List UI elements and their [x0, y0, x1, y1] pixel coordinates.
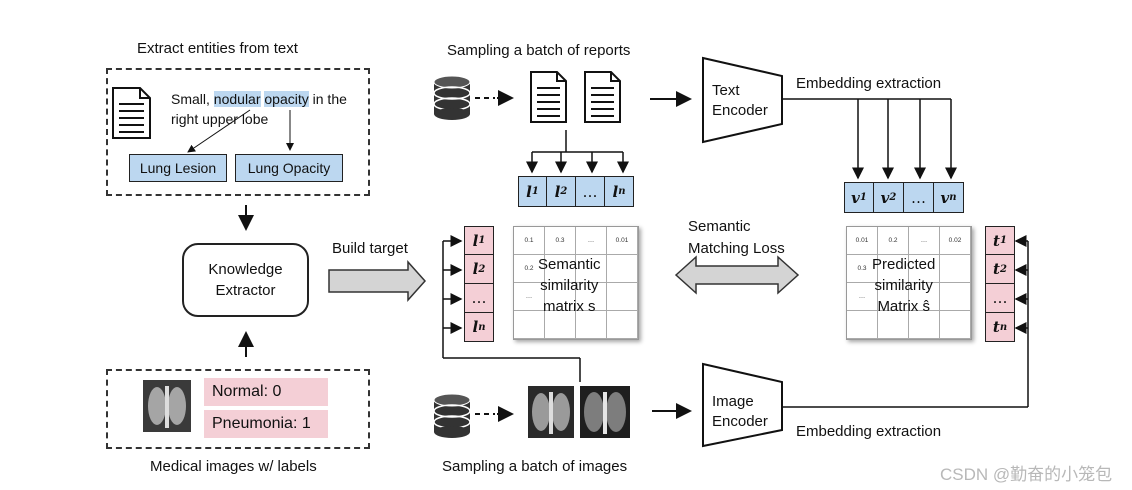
label-pneumonia: Pneumonia: 1: [204, 410, 328, 438]
database-icon: [433, 393, 471, 438]
text-encoder-label-1: Text: [712, 82, 740, 99]
embedding-extraction-top: Embedding extraction: [796, 75, 942, 92]
p-cell: 0.01: [847, 227, 878, 255]
s-cell: 0.1: [514, 227, 545, 255]
report-sentence-line1: Small, nodularSmall, opacity in the: [171, 91, 347, 107]
highlight-nodular: nodular: [213, 91, 261, 107]
watermark: CSDN @勤奋的小笼包: [940, 465, 1113, 484]
l-column-connector: [442, 235, 581, 382]
report-document-icon: [530, 71, 567, 123]
highlight-opacity: opacity: [264, 91, 309, 107]
p-cell: 0.02: [940, 227, 971, 255]
semantic-matching-arrow: [674, 255, 800, 295]
entity-lung-opacity: Lung Opacity: [235, 154, 343, 182]
s-cell: 0.2: [514, 255, 545, 283]
build-target-arrow: [328, 260, 427, 302]
xray-image-icon: [580, 386, 630, 438]
medical-images-caption: Medical images w/ labels: [150, 458, 317, 475]
report-fanout: [526, 130, 629, 174]
xray-image-icon: [143, 380, 191, 432]
document-icon: [112, 87, 151, 139]
s-cell: …: [576, 227, 607, 255]
report-sentence-line2: right upper lobe: [171, 111, 269, 127]
matching-loss-label-2: Matching Loss: [688, 240, 785, 257]
s-cell: …: [514, 283, 545, 311]
medical-images-panel: [106, 369, 370, 449]
t-column-connector: [782, 235, 1029, 408]
xray-image-icon: [528, 386, 574, 438]
report-document-icon: [584, 71, 621, 123]
image-encoder-label-2: Encoder: [712, 413, 768, 430]
image-encoder-shape: [702, 362, 783, 448]
build-target-label: Build target: [332, 240, 408, 257]
entity-lung-lesion: Lung Lesion: [129, 154, 227, 182]
p-cell: 0.3: [847, 255, 878, 283]
reports-caption: Sampling a batch of reports: [447, 42, 631, 59]
nodular-to-lesion-arrow: [187, 109, 251, 153]
v-vector-cell: …: [904, 182, 934, 213]
text-encoder-shape: [702, 56, 783, 144]
database-icon: [433, 75, 471, 120]
p-cell: …: [847, 283, 878, 311]
image-encoder-label-1: Image: [712, 393, 754, 410]
images-caption: Sampling a batch of images: [442, 458, 628, 475]
extract-entities-title: Extract entities from text: [137, 40, 298, 57]
semantic-similarity-matrix: 0.1 0.3 … 0.01 0.2 …: [513, 226, 639, 340]
matching-loss-label-1: Semantic: [688, 218, 751, 235]
l-vector-cell: …: [576, 176, 605, 207]
p-cell: 0.2: [878, 227, 909, 255]
l-column-cell: …: [464, 284, 494, 313]
text-embedding-connector: [782, 98, 957, 180]
extract-entities-panel: [106, 68, 370, 196]
t-column-cell: …: [985, 284, 1015, 313]
embedding-extraction-bottom: Embedding extraction: [796, 423, 942, 440]
s-cell: 0.3: [545, 227, 576, 255]
s-cell: 0.01: [607, 227, 638, 255]
text-encoder-label-2: Encoder: [712, 102, 768, 119]
predicted-similarity-matrix: 0.01 0.2 … 0.02 0.3 …: [846, 226, 972, 340]
p-cell: …: [909, 227, 940, 255]
label-normal: Normal: 0: [204, 378, 328, 406]
